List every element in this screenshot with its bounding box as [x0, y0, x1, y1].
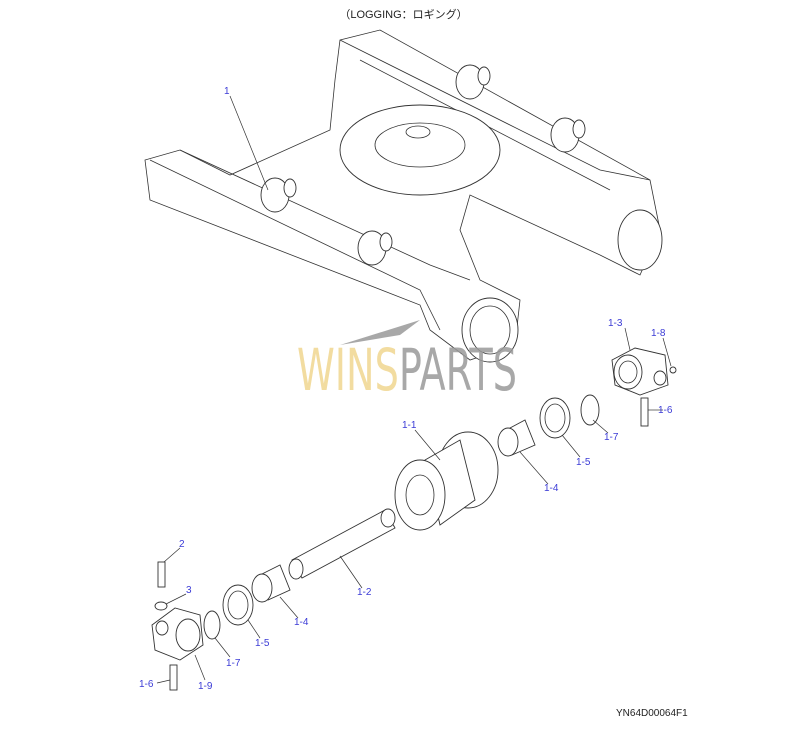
callout-1-4: 1-4 [294, 617, 309, 628]
callout-1-3: 1-3 [608, 318, 623, 329]
roller-1-1 [394, 431, 499, 531]
drawing-code: YN64D00064F1 [616, 708, 688, 719]
washer-3 [154, 601, 168, 611]
callout-1-7: 1-7 [226, 658, 241, 669]
bracket-1-9 [151, 607, 204, 661]
watermark-right: PARTS [399, 336, 517, 404]
callout-1-1: 1-1 [402, 420, 417, 431]
callout-1-6: 1-6 [139, 679, 154, 690]
callout-labels: 1 1-3 1-8 1-6 1-7 1-5 1-4 1-1 1-2 2 3 1-… [139, 86, 673, 692]
watermark-left: WINS [297, 336, 399, 404]
pin-1-6 [640, 397, 649, 427]
pin-1-6 [169, 664, 178, 691]
callout-1-9: 1-9 [198, 681, 213, 692]
callout-1-7: 1-7 [604, 432, 619, 443]
o-ring-1-7 [203, 610, 221, 640]
carrier-roller [455, 64, 491, 100]
bushing-1-4 [251, 564, 291, 603]
callout-1-2: 1-2 [357, 587, 372, 598]
leader-lines [156, 95, 672, 684]
bracket-1-3 [611, 347, 669, 396]
svg-text:WINSPARTS: WINSPARTS [297, 336, 517, 404]
shaft-1-2 [288, 508, 396, 580]
carrier-roller [550, 117, 586, 153]
carrier-roller [260, 177, 297, 213]
seal-1-5 [222, 584, 254, 626]
diagram-title: （LOGGING：ロギング） [339, 9, 468, 21]
callout-1-5: 1-5 [576, 457, 591, 468]
callout-1-4: 1-4 [544, 483, 559, 494]
callout-1-6: 1-6 [658, 405, 673, 416]
exploded-parts [151, 347, 677, 691]
callout-1-8: 1-8 [651, 328, 666, 339]
bushing-1-4 [497, 419, 536, 457]
callout-1: 1 [224, 86, 230, 97]
seal-1-5 [539, 397, 571, 439]
track-frame-drawing [144, 29, 663, 363]
plug-1-8 [669, 366, 677, 374]
o-ring-1-7 [580, 394, 600, 426]
callout-2: 2 [179, 539, 185, 550]
watermark-logo: WINSPARTS [297, 320, 517, 404]
bolt-2 [157, 561, 166, 588]
callout-3: 3 [186, 585, 192, 596]
callout-1-5: 1-5 [255, 638, 270, 649]
carrier-roller [357, 230, 393, 266]
